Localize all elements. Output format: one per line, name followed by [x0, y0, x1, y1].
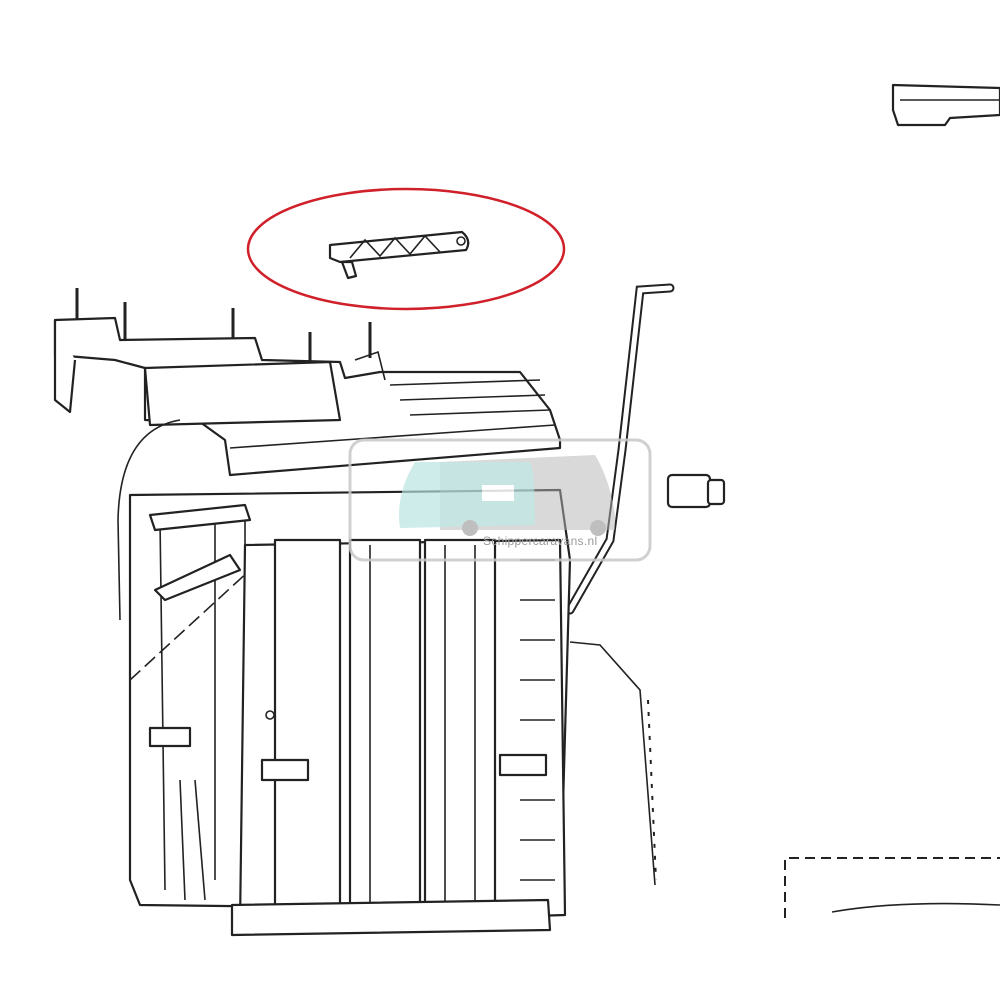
- detail-box: [784, 857, 1000, 918]
- latch-handle[interactable]: [328, 230, 470, 280]
- sensor-cable: [569, 641, 656, 886]
- cable: [117, 419, 181, 621]
- top-right-part: [891, 83, 1000, 127]
- battery-module: [230, 538, 567, 937]
- watermark-logo: [348, 438, 652, 562]
- cover-assembly: [53, 316, 562, 477]
- watermark-text: Schippercaravans.nl: [483, 534, 598, 548]
- plug-fitting: [666, 473, 726, 509]
- highlight-circle: [246, 187, 566, 311]
